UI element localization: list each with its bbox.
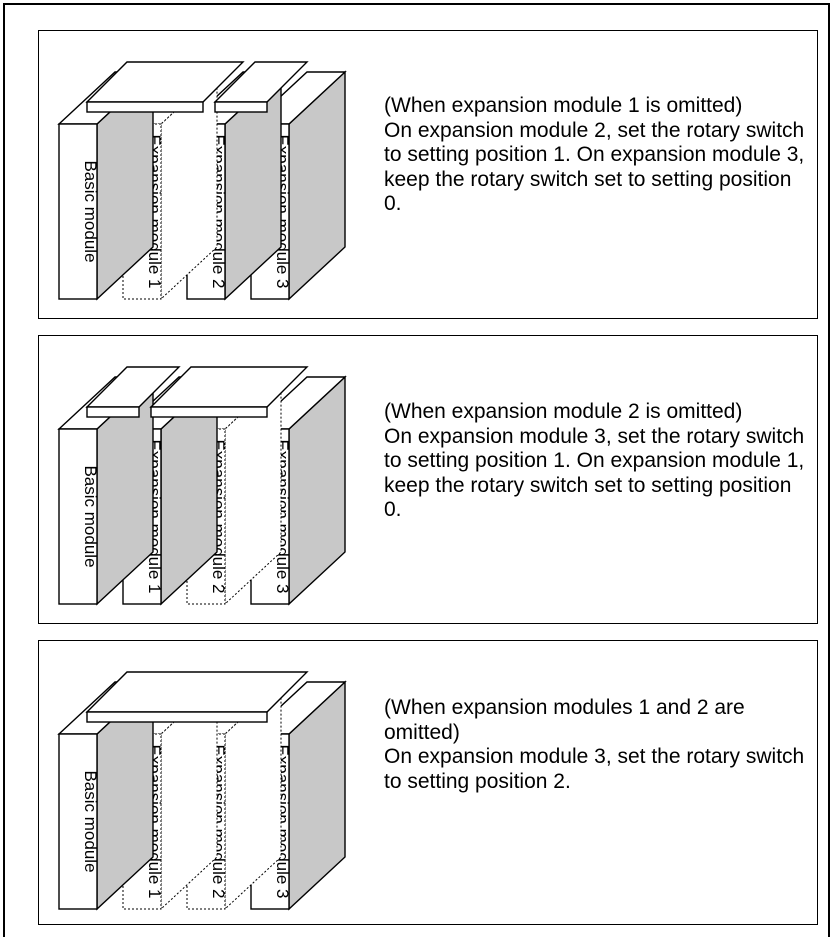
module-front-face: [58, 123, 98, 300]
module-front-face: [58, 428, 98, 605]
module-front-face: [58, 733, 98, 910]
panel-description: (When expansion module 1 is omitted) On …: [384, 94, 805, 215]
connector-bridge: [85, 61, 245, 113]
page-frame: [3, 3, 830, 937]
connector-front: [86, 101, 204, 113]
module-side-face: [160, 70, 218, 301]
module-side-face: [224, 375, 282, 606]
panel-description: (When expansion module 2 is omitted) On …: [384, 400, 805, 521]
module-label: Basic module: [81, 160, 100, 262]
connector-bridge: [85, 366, 181, 418]
module-side-face: [224, 680, 282, 911]
module-label: Basic module: [81, 465, 100, 567]
connector-front: [150, 406, 268, 418]
module-label: Basic module: [81, 770, 100, 872]
module-side-face: [160, 680, 218, 911]
connector-front: [86, 711, 268, 723]
basic-module: Basic module: [57, 375, 155, 606]
panel-description: (When expansion modules 1 and 2 are omit…: [384, 696, 805, 793]
connector-bridge: [213, 61, 309, 113]
connector-front: [86, 406, 140, 418]
connector-bridge: [149, 366, 309, 418]
connector-front: [214, 101, 268, 113]
connector-bridge: [85, 671, 309, 723]
